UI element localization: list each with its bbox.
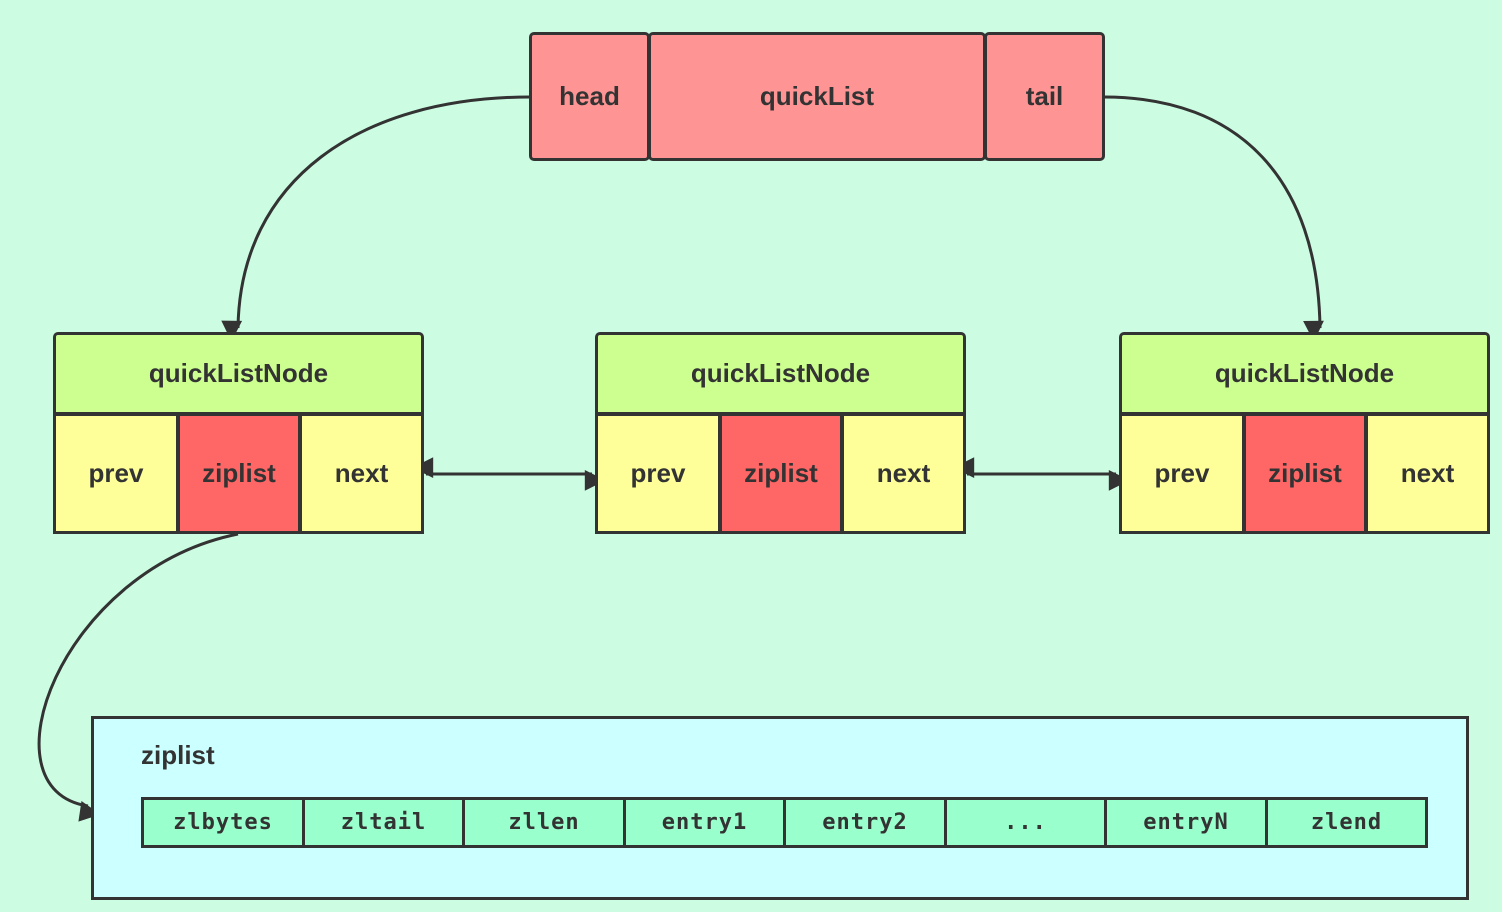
node-ziplist-field: ziplist — [177, 413, 301, 534]
node-title: quickListNode — [53, 332, 424, 415]
quicklist-head-cell: head — [529, 32, 650, 161]
ziplist-field-zltail: zltail — [302, 797, 465, 848]
node-prev-field: prev — [53, 413, 179, 534]
node-next-field: next — [1365, 413, 1490, 534]
ziplist-field-zlend: zlend — [1265, 797, 1428, 848]
quicklist-label-cell: quickList — [648, 32, 986, 161]
ziplist-field-zllen: zllen — [462, 797, 626, 848]
node-next-field: next — [299, 413, 424, 534]
node-prev-field: prev — [1119, 413, 1245, 534]
tail-to-last-node-arrow — [1103, 95, 1324, 342]
ziplist-field-entry2: entry2 — [783, 797, 947, 848]
node-ziplist-field: ziplist — [1243, 413, 1367, 534]
ziplist-field-zlbytes: zlbytes — [141, 797, 305, 848]
head-to-first-node-arrow — [221, 95, 531, 342]
node-prev-field: prev — [595, 413, 721, 534]
node-next-field: next — [841, 413, 966, 534]
ziplist-field-ellipsis: ... — [944, 797, 1107, 848]
ziplist-field-entryN: entryN — [1104, 797, 1268, 848]
quicklist-tail-cell: tail — [984, 32, 1105, 161]
node-title: quickListNode — [1119, 332, 1490, 415]
ziplist-title: ziplist — [141, 740, 215, 770]
node-ziplist-field: ziplist — [719, 413, 843, 534]
ziplist-field-entry1: entry1 — [623, 797, 786, 848]
node-title: quickListNode — [595, 332, 966, 415]
